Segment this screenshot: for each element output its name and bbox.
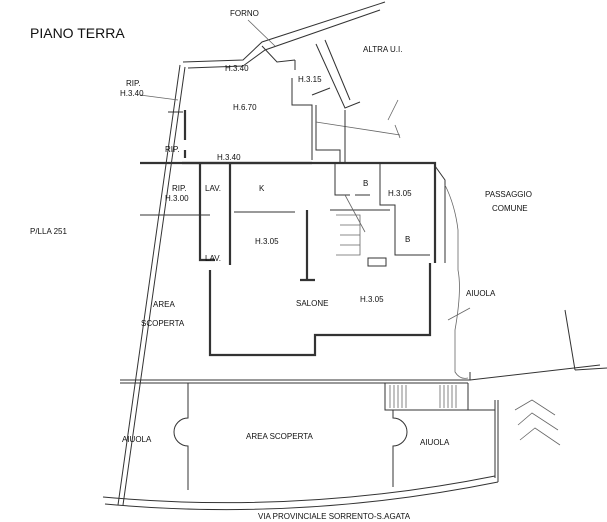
label-rip-low-height: H.3.00 xyxy=(165,194,189,203)
garden-walls xyxy=(120,372,495,490)
label-bath-1: B xyxy=(363,179,368,188)
room-labels: FORNO ALTRA U.I. RIP. H.3.40 H.3.40 H.3.… xyxy=(30,9,532,521)
label-height-305-bath: H.3.05 xyxy=(388,189,412,198)
label-lav-1: LAV. xyxy=(205,184,221,193)
label-height-315: H.3.15 xyxy=(298,75,322,84)
house-walls xyxy=(140,161,446,357)
label-street: VIA PROVINCIALE SORRENTO-S.AGATA xyxy=(258,512,411,521)
label-rip-top: RIP. xyxy=(126,79,141,88)
label-area: AREA xyxy=(153,300,175,309)
label-height-305-right: H.3.05 xyxy=(360,295,384,304)
label-salone: SALONE xyxy=(296,299,328,308)
label-plla: P/LLA 251 xyxy=(30,227,67,236)
label-area-scoperta: AREA SCOPERTA xyxy=(246,432,314,441)
label-comune: COMUNE xyxy=(492,204,528,213)
label-aiuola-bottom-left: AIUOLA xyxy=(122,435,152,444)
label-passaggio: PASSAGGIO xyxy=(485,190,532,199)
forno-leader xyxy=(247,19,276,47)
label-height-305-left: H.3.05 xyxy=(255,237,279,246)
label-forno: FORNO xyxy=(230,9,259,18)
label-lav-2: LAV. xyxy=(205,254,221,263)
label-scoperta: SCOPERTA xyxy=(141,319,185,328)
upper-block-walls xyxy=(139,1,401,165)
label-rip-mid: RIP. xyxy=(165,145,180,154)
passage-area xyxy=(444,184,607,446)
lot-boundary xyxy=(102,64,499,511)
label-rip-low: RIP. xyxy=(172,184,187,193)
label-altra-ui: ALTRA U.I. xyxy=(363,45,402,54)
label-aiuola-right: AIUOLA xyxy=(466,289,496,298)
label-height-340-top: H.3.40 xyxy=(225,64,249,73)
label-kitchen: K xyxy=(259,184,265,193)
label-height-670: H.6.70 xyxy=(233,103,257,112)
label-bath-2: B xyxy=(405,235,410,244)
label-height-340-mid: H.3.40 xyxy=(217,153,241,162)
label-aiuola-bottom-right: AIUOLA xyxy=(420,438,450,447)
label-rip-top-height: H.3.40 xyxy=(120,89,144,98)
plan-title: PIANO TERRA xyxy=(30,25,125,41)
